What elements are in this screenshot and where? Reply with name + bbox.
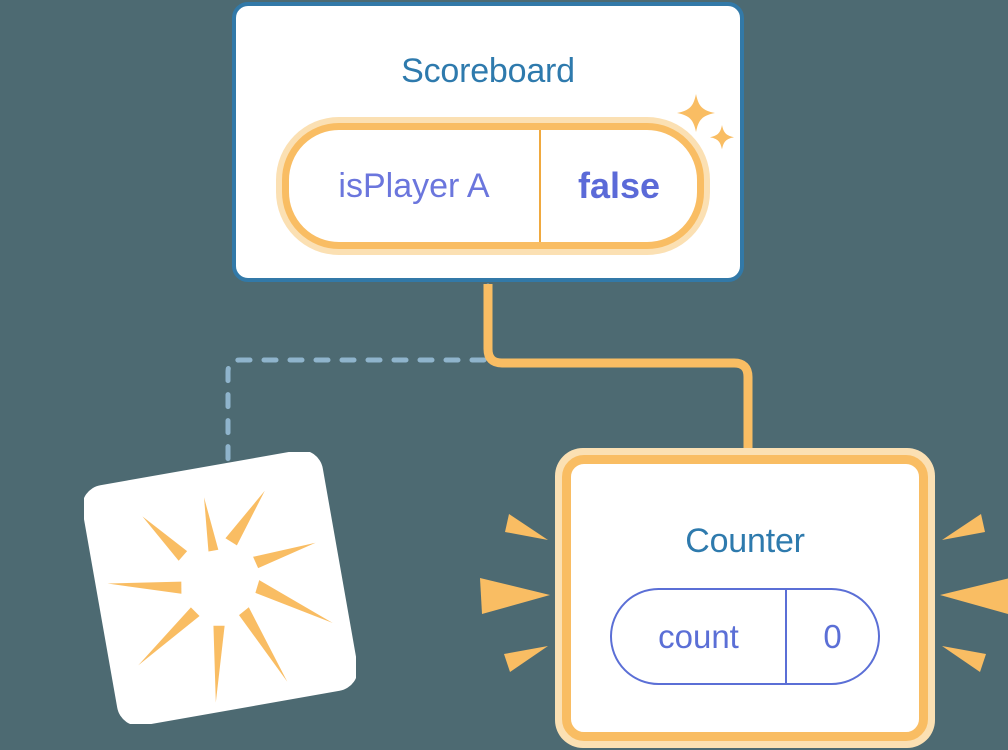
tilted-square-burst xyxy=(84,452,356,724)
scoreboard-title: Scoreboard xyxy=(401,52,575,90)
solid-connector xyxy=(483,284,753,458)
scoreboard-state-pill[interactable]: isPlayer A false xyxy=(276,117,710,255)
scoreboard-state-value: false xyxy=(577,165,661,206)
counter-state-pill[interactable]: count 0 xyxy=(610,588,880,685)
counter-state-value: 0 xyxy=(823,617,842,655)
counter-title: Counter xyxy=(685,522,805,560)
scoreboard-state-key: isPlayer A xyxy=(289,130,541,242)
dashed-connector xyxy=(225,283,491,473)
counter-state-key: count xyxy=(612,590,787,683)
